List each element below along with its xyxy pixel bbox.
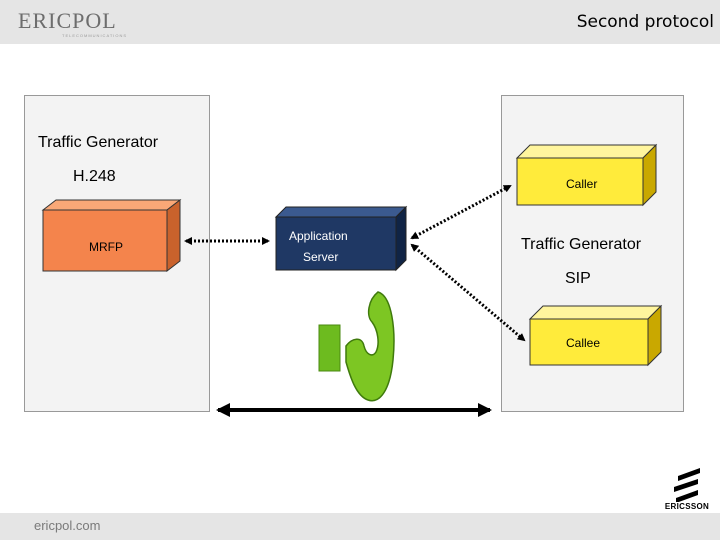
mrfp-label: MRFP bbox=[89, 240, 123, 254]
server-label: Server bbox=[303, 250, 339, 264]
callee-label: Callee bbox=[566, 336, 601, 350]
ericsson-brand-text: ERICSSON bbox=[664, 502, 710, 511]
ericsson-logo: ERICSSON bbox=[656, 466, 718, 514]
sip-label: SIP bbox=[565, 270, 591, 287]
right-traffic-generator-label: Traffic Generator bbox=[521, 236, 642, 253]
application-label: Application bbox=[289, 229, 348, 243]
h248-label: H.248 bbox=[73, 168, 116, 185]
as-callee-link bbox=[410, 243, 526, 342]
application-server-box bbox=[274, 205, 408, 272]
slide-title: Second protocol bbox=[576, 12, 714, 32]
footer-url: ericpol.com bbox=[34, 518, 101, 533]
header-bar: ERICPOL TELECOMMUNICATIONS Second protoc… bbox=[0, 0, 720, 44]
ericpol-logo: ERICPOL TELECOMMUNICATIONS bbox=[18, 6, 128, 40]
caller-label: Caller bbox=[566, 177, 598, 191]
caller-box bbox=[515, 143, 658, 207]
callee-box bbox=[528, 304, 663, 367]
logo-text: ERICPOL bbox=[18, 8, 117, 33]
green-phone-handset-icon bbox=[318, 291, 395, 402]
ericsson-mark-icon bbox=[674, 468, 700, 503]
left-traffic-generator-label: Traffic Generator bbox=[38, 134, 159, 151]
as-caller-link bbox=[410, 184, 512, 240]
footer-bar: ericpol.com bbox=[0, 513, 720, 540]
logo-subtext: TELECOMMUNICATIONS bbox=[62, 33, 128, 38]
mrfp-box bbox=[41, 198, 182, 273]
